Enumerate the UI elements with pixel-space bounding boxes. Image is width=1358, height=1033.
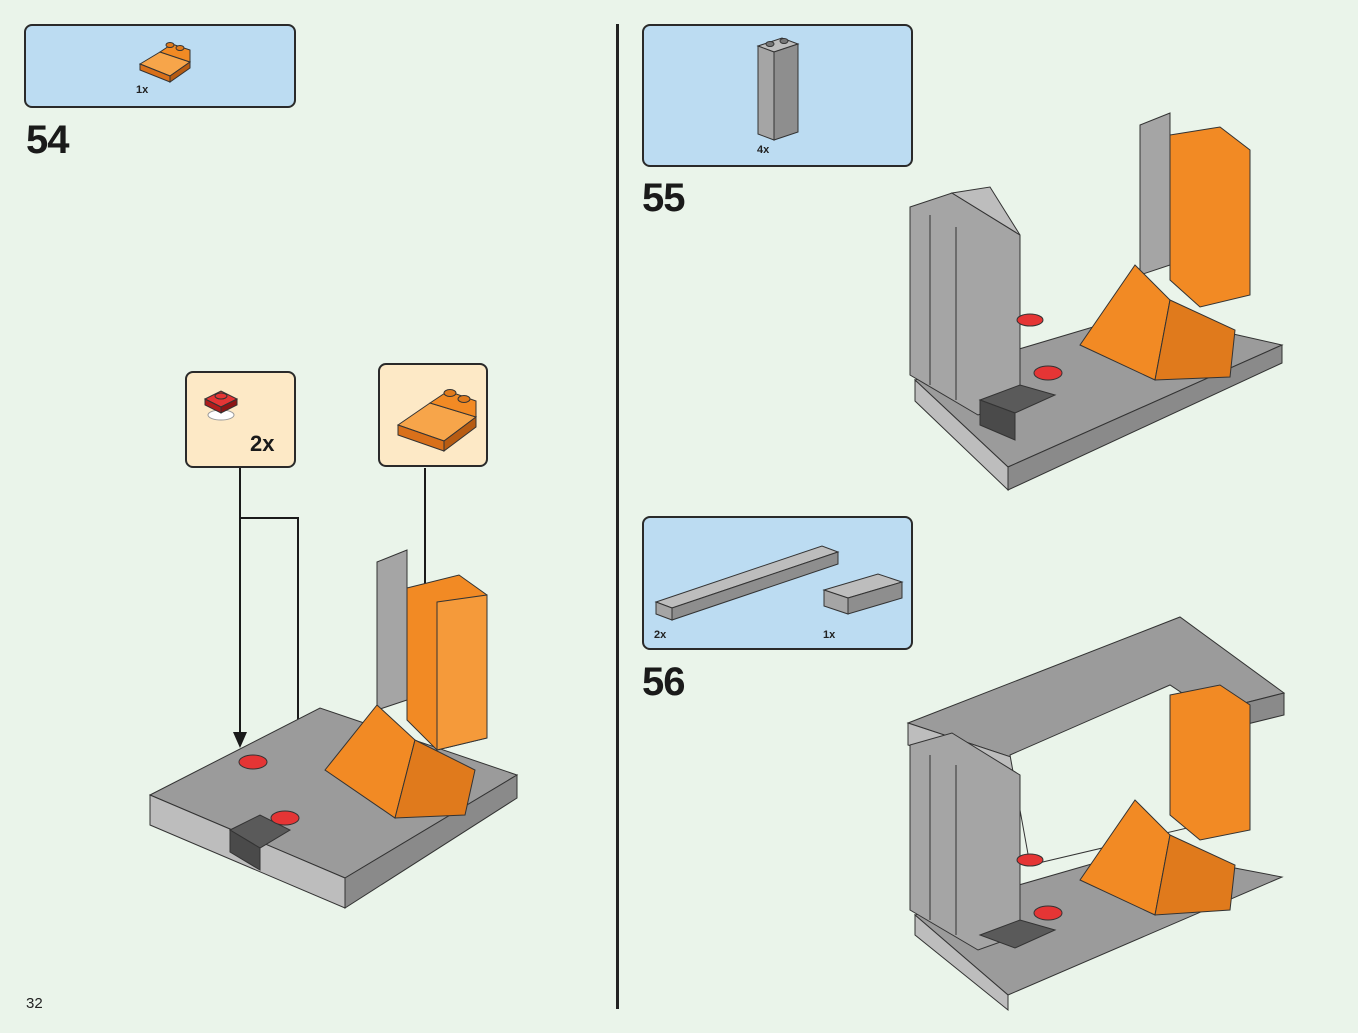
step-55-parts-box: 4x <box>642 24 913 167</box>
grey-2x4-plate-icon <box>822 573 904 615</box>
step-54-callout-red-buttons: 2x <box>185 371 296 468</box>
step-54-parts-box: 1x <box>24 24 296 108</box>
orange-slope-brick-icon <box>396 389 478 452</box>
step-54-callout-orange-slope <box>378 363 488 467</box>
page-number: 32 <box>26 995 43 1012</box>
grey-tall-brick-icon <box>756 37 800 141</box>
step-number: 54 <box>26 118 69 162</box>
red-button-plate-icon <box>203 390 239 421</box>
part-quantity: 1x <box>136 84 149 96</box>
step-number: 55 <box>642 176 685 220</box>
page-divider <box>616 24 619 1009</box>
step-55-model <box>909 112 1284 492</box>
part-quantity: 2x <box>654 629 667 641</box>
callout-quantity: 2x <box>250 431 275 456</box>
orange-slope-brick-icon <box>138 42 192 83</box>
step-54-model <box>148 549 519 909</box>
step-56-model <box>906 616 1286 1012</box>
step-number: 56 <box>642 660 685 704</box>
step-56-parts-box: 2x 1x <box>642 516 913 650</box>
part-quantity: 4x <box>757 144 770 156</box>
part-quantity: 1x <box>823 629 836 641</box>
grey-long-plate-icon <box>654 545 840 621</box>
